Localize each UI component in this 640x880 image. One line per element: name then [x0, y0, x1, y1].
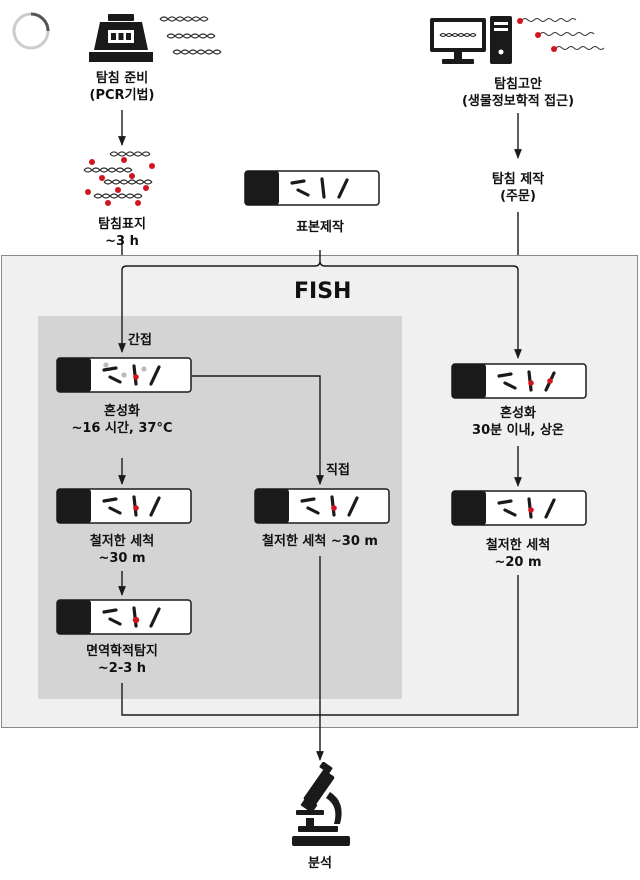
specimen-brace — [121, 250, 519, 283]
wash-fast-title: 철저한 세척 — [485, 538, 551, 553]
arrow-to-direct — [192, 375, 324, 485]
hyb-fast-title: 혼성화 — [500, 406, 536, 421]
probe-label-title: 탐침표지 — [98, 217, 146, 232]
wash-slide-indirect — [56, 488, 192, 524]
fish-title: FISH — [294, 279, 352, 304]
immuno-title: 면역학적탐지 — [86, 644, 158, 659]
probe-design-method: (생물정보학적 접근) — [461, 94, 575, 109]
probe-make-title: 탐침 제작 — [491, 172, 545, 187]
labeled-dna-icon — [83, 151, 155, 206]
labeled-probe-icon — [517, 18, 605, 52]
specimen-title: 표본제작 — [296, 220, 344, 235]
hyb-fast-condition: 30분 이내, 상온 — [472, 423, 564, 438]
hyb-indirect-title: 혼성화 — [104, 404, 140, 419]
wash-indirect-time: ~30 m — [98, 551, 146, 566]
indirect-label: 간접 — [128, 333, 152, 348]
specimen-slide — [244, 170, 380, 206]
immuno-slide — [56, 599, 192, 635]
microscope-icon — [292, 762, 350, 846]
probe-label-time: ~3 h — [105, 234, 139, 249]
probe-prep-method: (PCR기법) — [89, 88, 155, 103]
computer-icon — [430, 16, 512, 64]
hyb-indirect-condition: ~16 시간, 37°C — [71, 421, 173, 436]
probe-make-note: (주문) — [500, 189, 536, 204]
direct-label: 직접 — [326, 463, 350, 478]
wash-slide-fast — [451, 490, 587, 526]
probe-prep-title: 탐침 준비 — [95, 71, 149, 86]
analysis-title: 분석 — [308, 856, 332, 871]
loading-ring-icon — [12, 12, 50, 50]
probe-design-title: 탐침고안 — [494, 77, 542, 92]
wash-indirect-title: 철저한 세척 — [89, 534, 155, 549]
pcr-machine-icon — [89, 14, 153, 62]
hybridization-slide-indirect — [56, 357, 192, 393]
wash-slide-direct — [254, 488, 390, 524]
immuno-time: ~2-3 h — [97, 661, 147, 676]
hybridization-slide-fast — [451, 363, 587, 399]
dna-strands-icon — [159, 16, 222, 55]
wash-fast-time: ~20 m — [494, 555, 542, 570]
wash-direct-title: 철저한 세척 ~30 m — [262, 534, 378, 549]
